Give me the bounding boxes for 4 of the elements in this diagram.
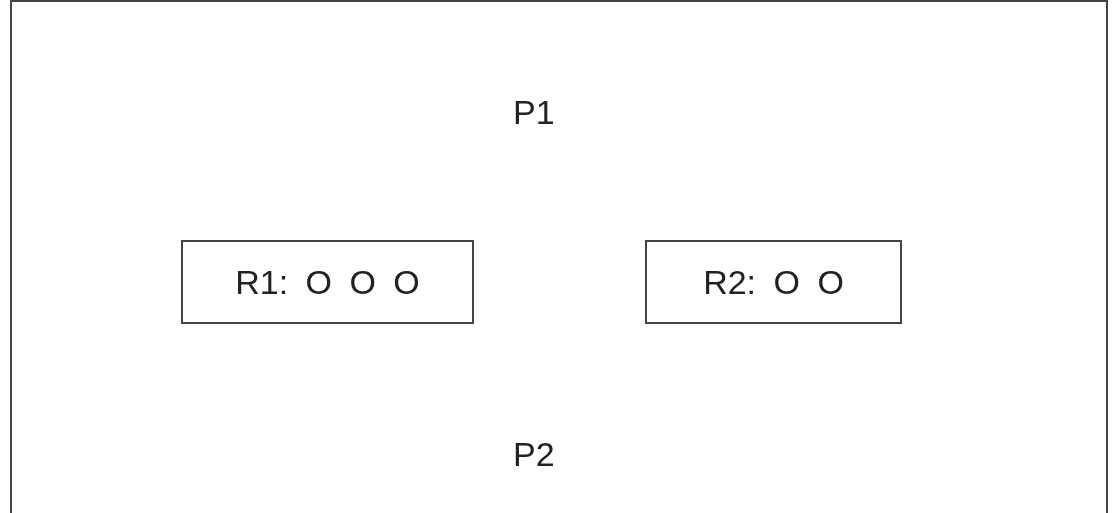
label-box: R1: O O O: [181, 240, 474, 324]
section-label: P2: [513, 437, 555, 471]
label-box: R2: O O: [645, 240, 902, 324]
section-label: P1: [513, 95, 555, 129]
